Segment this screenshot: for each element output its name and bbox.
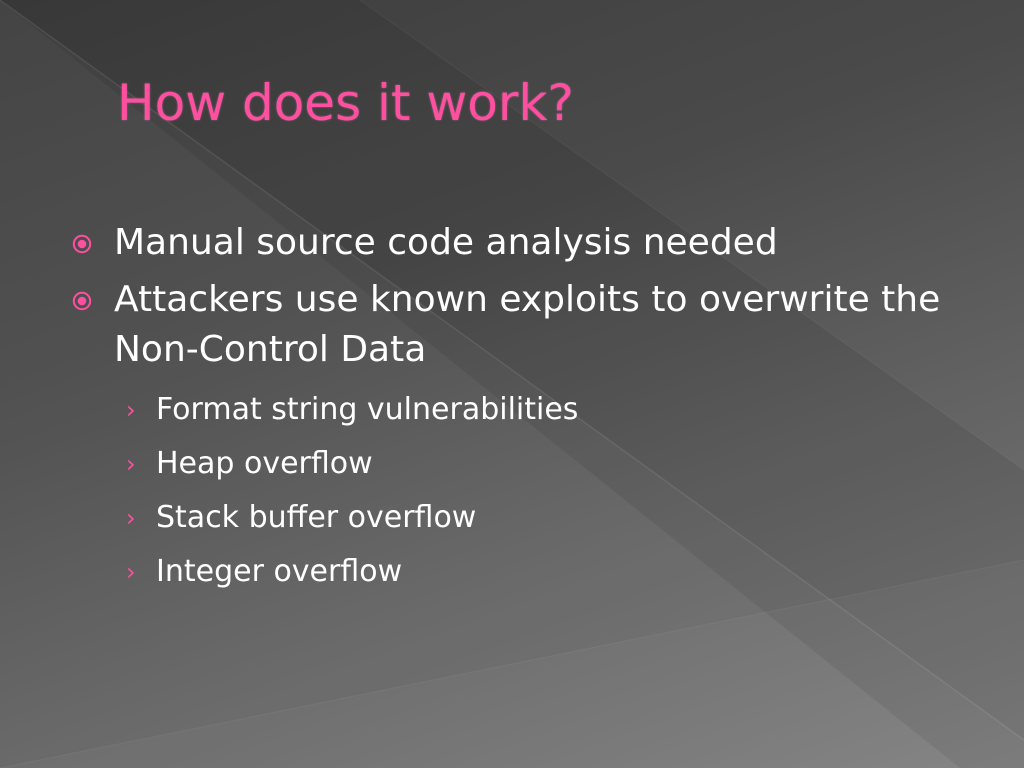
bullet-item: Manual source code analysis needed [72,218,992,268]
bullet-item: Attackers use known exploits to overwrit… [72,275,992,599]
sub-bullet-item: › Format string vulnerabilities [114,383,992,437]
circle-dot-icon [72,234,92,254]
sub-bullet-list: › Format string vulnerabilities › Heap o… [114,383,992,599]
sub-bullet-text: Format string vulnerabilities [156,392,579,427]
chevron-right-icon: › [126,396,136,424]
bullet-list: Manual source code analysis needed Attac… [72,218,992,606]
bullet-text: Attackers use known exploits to overwrit… [114,279,941,370]
sub-bullet-text: Integer overflow [156,554,403,589]
bullet-text: Manual source code analysis needed [114,222,778,263]
chevron-right-icon: › [126,558,136,586]
sub-bullet-item: › Integer overflow [114,545,992,599]
sub-bullet-text: Stack buffer overflow [156,500,477,535]
chevron-right-icon: › [126,504,136,532]
circle-dot-icon [72,291,92,311]
sub-bullet-item: › Heap overflow [114,437,992,491]
sub-bullet-text: Heap overflow [156,446,373,481]
slide-title: How does it work? [117,74,574,132]
chevron-right-icon: › [126,450,136,478]
sub-bullet-item: › Stack buffer overflow [114,491,992,545]
